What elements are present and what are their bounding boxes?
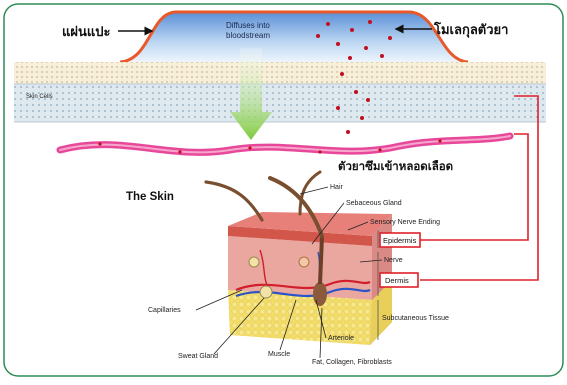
label-sebaceous-gland: Sebaceous Gland: [346, 200, 402, 207]
label-muscle: Muscle: [268, 351, 290, 358]
diffusion-text-line2: bloodstream: [226, 31, 270, 40]
label-fat-collagen: Fat, Collagen, Fibroblasts: [312, 359, 392, 366]
label-sweat-gland: Sweat Gland: [178, 353, 218, 360]
diffusion-text-line1: Diffuses into: [226, 21, 270, 30]
patch-label: แผ่นแปะ: [62, 24, 111, 39]
skin-cells-layer: [14, 84, 546, 122]
skin-cells-label: Skin Cells: [26, 94, 53, 100]
patch-group: [120, 12, 468, 62]
patch-body: [120, 12, 468, 62]
stratum-corneum-layer: [14, 62, 546, 84]
drug-molecule-label: โมเลกุลตัวยา: [433, 21, 508, 38]
label-dermis: Dermis: [385, 276, 409, 285]
blood-vessel-label: ตัวยาซึมเข้าหลอดเลือด: [338, 160, 453, 173]
label-hair: Hair: [330, 184, 344, 191]
label-subcutaneous-tissue: Subcutaneous Tissue: [382, 315, 449, 322]
label-nerve: Nerve: [384, 257, 403, 264]
skin-cross-section: [228, 212, 392, 345]
label-sensory-nerve-ending: Sensory Nerve Ending: [370, 219, 440, 226]
label-epidermis: Epidermis: [383, 236, 417, 245]
skin-diagram-title: The Skin: [126, 191, 174, 203]
label-capillaries: Capillaries: [148, 307, 181, 314]
label-arteriole: Arteriole: [328, 335, 354, 342]
